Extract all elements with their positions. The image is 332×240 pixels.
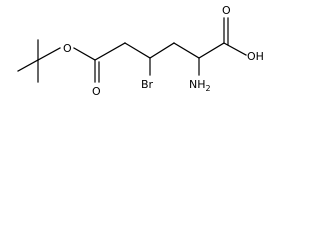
backbone-bond-4 [173, 42, 200, 59]
amine-subscript: 2 [206, 84, 211, 93]
bromine-label: Br [141, 78, 154, 91]
structure-svg: O O O OH Br NH2 [17, 4, 264, 98]
ester-oxygen-label: O [63, 42, 72, 55]
right-carbonyl-oxygen-label: O [222, 4, 231, 17]
backbone-bond-3 [149, 42, 175, 59]
backbone-bond-1 [94, 42, 126, 61]
backbone-bond-5 [198, 42, 225, 59]
left-carbonyl-oxygen-label: O [92, 85, 101, 98]
molecule-diagram: O O O OH Br NH2 [0, 0, 332, 119]
amine-text: NH [189, 78, 206, 91]
tbutyl-to-oxygen-bond [37, 47, 61, 61]
acid-hydroxyl-bond [223, 42, 247, 56]
tbutyl-left-methyl-bond [17, 59, 39, 72]
amine-label: NH2 [189, 78, 211, 93]
backbone-bond-2 [124, 42, 151, 59]
hydroxyl-label: OH [247, 50, 264, 63]
ester-oxygen-to-carbon-bond [73, 47, 96, 61]
